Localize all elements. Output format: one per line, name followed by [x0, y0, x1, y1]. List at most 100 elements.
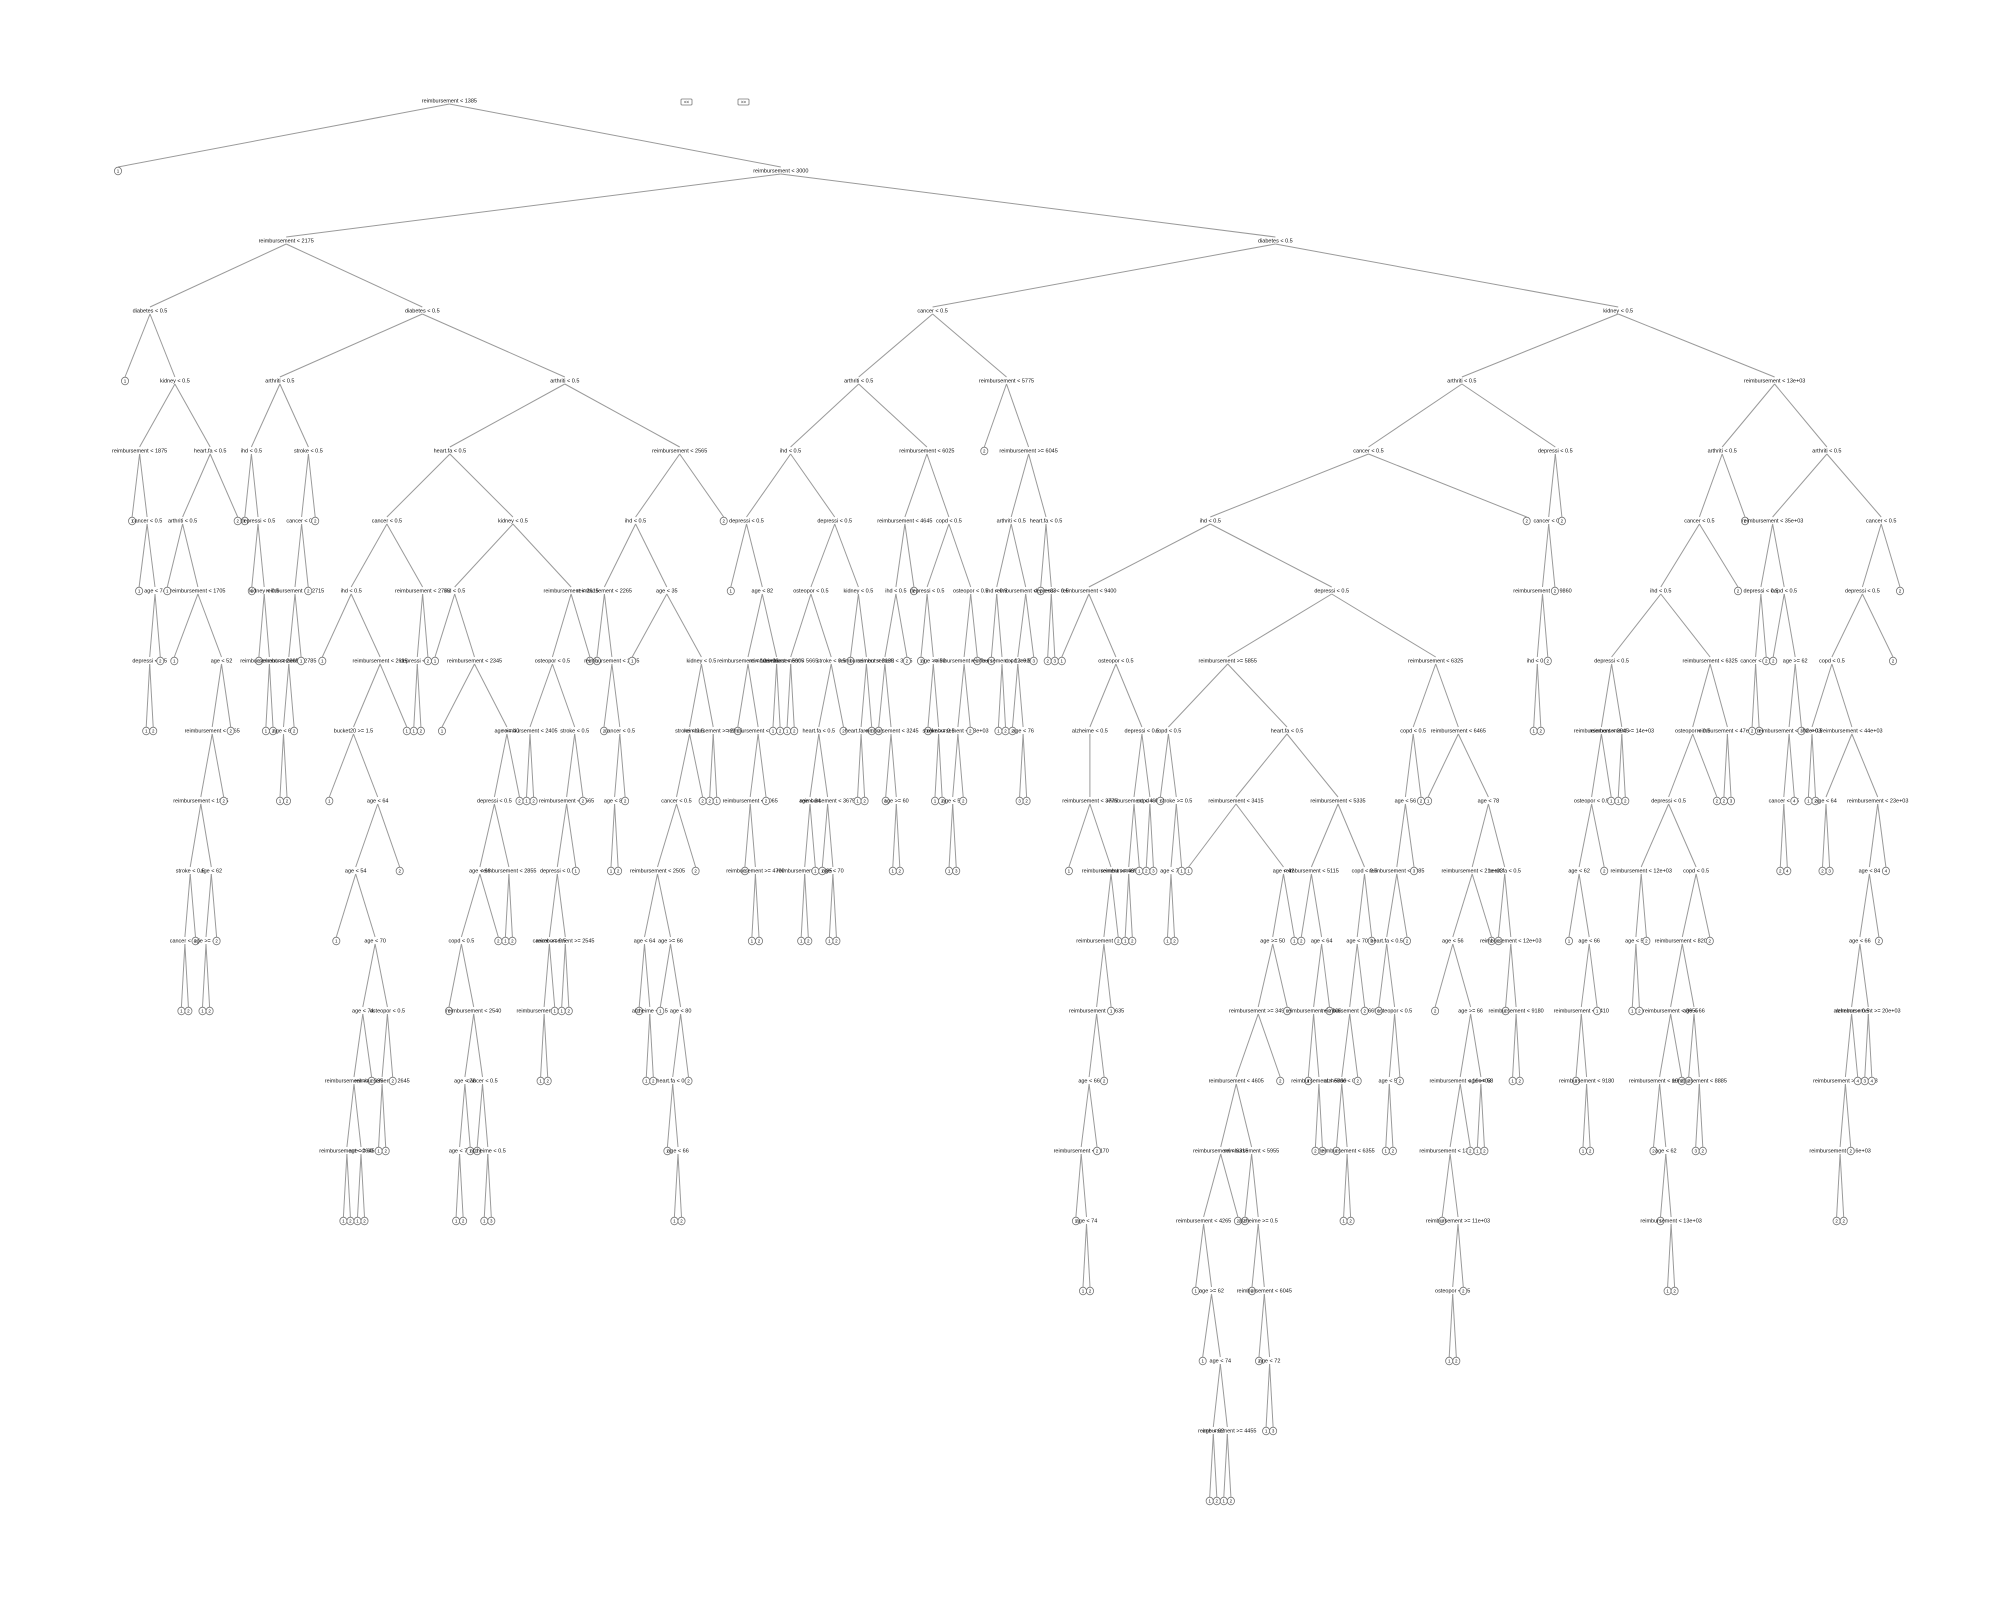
- tree-edge: [526, 733, 531, 798]
- tree-edge: [1203, 1223, 1212, 1288]
- leaf-class-label: 2: [497, 939, 500, 944]
- tree-edge: [885, 733, 892, 798]
- tree-edge: [1461, 313, 1619, 378]
- tree-edge: [596, 593, 605, 658]
- leaf-class-label: 1: [145, 729, 148, 734]
- leaf-node-133: 3: [1050, 656, 1059, 666]
- leaf-node-98: 2: [804, 936, 813, 946]
- leaf-node-187: 2: [1431, 1006, 1440, 1016]
- tree-edge: [1554, 453, 1563, 518]
- leaf-class-label: 1: [244, 519, 247, 524]
- leaf-class-label: 2: [194, 939, 197, 944]
- tree-edge: [1726, 733, 1732, 798]
- leaf-class-label: 1: [1166, 939, 1169, 944]
- leaf-class-label: 2: [1814, 799, 1817, 804]
- tree-edge: [790, 453, 836, 518]
- tree-edge: [117, 103, 450, 168]
- leaf-class-label: 2: [1230, 1499, 1233, 1504]
- tree-edge: [279, 733, 284, 798]
- expand-button[interactable]: >>: [737, 98, 750, 106]
- collapse-button[interactable]: <<: [680, 98, 693, 106]
- tree-edge: [1227, 663, 1288, 728]
- leaf-node-146: 2: [1142, 866, 1151, 876]
- leaf-node-25: 2: [290, 726, 299, 736]
- tree-edge: [1128, 873, 1133, 938]
- leaf-class-label: 1: [666, 1149, 669, 1154]
- tree-edge: [1851, 1013, 1859, 1078]
- tree-edge: [1461, 383, 1556, 448]
- split-label-122: age < 76: [1012, 729, 1034, 735]
- split-label-103: depressi < 0.5: [817, 519, 852, 525]
- leaf-node-145: 1: [1135, 866, 1144, 876]
- leaf-class-label: 2: [1483, 1149, 1486, 1154]
- leaf-node-150: 2: [1170, 936, 1179, 946]
- tree-edge: [422, 313, 566, 378]
- tree-edge: [1844, 1083, 1852, 1148]
- tree-edge: [1427, 733, 1459, 798]
- tree-edge: [1272, 943, 1288, 1008]
- leaf-class-label: 1: [1476, 1149, 1479, 1154]
- leaf-class-label: 2: [1772, 659, 1775, 664]
- leaf-class-label: 2: [152, 729, 155, 734]
- leaf-node-225: 2: [1698, 1146, 1707, 1156]
- leaf-node-173: 1: [1332, 1146, 1341, 1156]
- leaf-class-label: 1: [1378, 1009, 1381, 1014]
- leaf-marker: [712, 796, 721, 806]
- tree-edge: [1028, 453, 1047, 518]
- tree-edge: [712, 733, 718, 798]
- tree-edge: [1396, 803, 1406, 868]
- leaf-node-47: 1: [444, 1006, 453, 1016]
- tree-edge: [362, 943, 376, 1008]
- leaf-class-label: 1: [715, 799, 718, 804]
- tree-edge: [1321, 943, 1330, 1008]
- tree-edge: [1017, 663, 1024, 728]
- split-label-74: reimbursement < 2505: [630, 869, 685, 875]
- leaf-class-label: 2: [1004, 729, 1007, 734]
- leaf-marker: [924, 726, 933, 736]
- tree-edge: [285, 243, 423, 308]
- tree-edge: [250, 453, 259, 518]
- leaf-node-253: 2: [1896, 586, 1905, 596]
- split-label-102: kidney < 0.5: [843, 589, 873, 595]
- tree-edge: [1227, 593, 1332, 658]
- leaf-marker: [1593, 1006, 1602, 1016]
- leaf-class-label: 1: [997, 729, 1000, 734]
- leaf-marker: [1600, 866, 1609, 876]
- tree-edge: [1831, 593, 1863, 658]
- leaf-marker: [909, 586, 918, 596]
- leaf-node-107: 1: [867, 726, 876, 736]
- leaf-class-label: 2: [1723, 799, 1726, 804]
- tree-edge: [379, 663, 408, 728]
- tree-edge: [970, 593, 978, 658]
- leaf-class-label: 2: [476, 1149, 479, 1154]
- leaf-class-label: 2: [1687, 1079, 1690, 1084]
- leaf-node-96: 2: [790, 726, 799, 736]
- leaf-node-15: 2: [219, 796, 228, 806]
- tree-edge: [1088, 1083, 1098, 1148]
- split-label-120: reimbursement < 12e+03: [971, 659, 1032, 665]
- tree-edge: [1388, 1083, 1394, 1148]
- split-label-113: age < 56: [942, 799, 964, 805]
- leaf-node-210: 1: [1593, 1006, 1602, 1016]
- tree-edge: [1088, 593, 1117, 658]
- tree-edge: [342, 1153, 348, 1218]
- tree-edge: [1861, 593, 1894, 658]
- leaf-class-label: 1: [934, 799, 937, 804]
- leaf-marker: [1889, 656, 1898, 666]
- tree-edge: [744, 803, 751, 868]
- tree-edge: [1693, 1013, 1700, 1078]
- leaf-marker: [1550, 586, 1559, 596]
- tree-edge: [857, 733, 862, 798]
- leaf-marker: [1332, 1146, 1341, 1156]
- tree-edge: [1542, 593, 1549, 658]
- tree-controls: << >>: [680, 98, 750, 106]
- leaf-node-175: 2: [1346, 1216, 1355, 1226]
- leaf-class-label: 1: [1223, 1499, 1226, 1504]
- leaf-node-239: 3: [1797, 726, 1806, 736]
- split-label-222: osteopor < 0.5: [1675, 729, 1710, 735]
- tree-edge: [644, 943, 651, 1008]
- leaf-class-label: 2: [1589, 1149, 1592, 1154]
- split-label-202: arthriti < 0.5: [1447, 379, 1476, 385]
- tree-edge: [473, 1013, 483, 1078]
- split-label-44: cancer < 0.5: [467, 1079, 497, 1085]
